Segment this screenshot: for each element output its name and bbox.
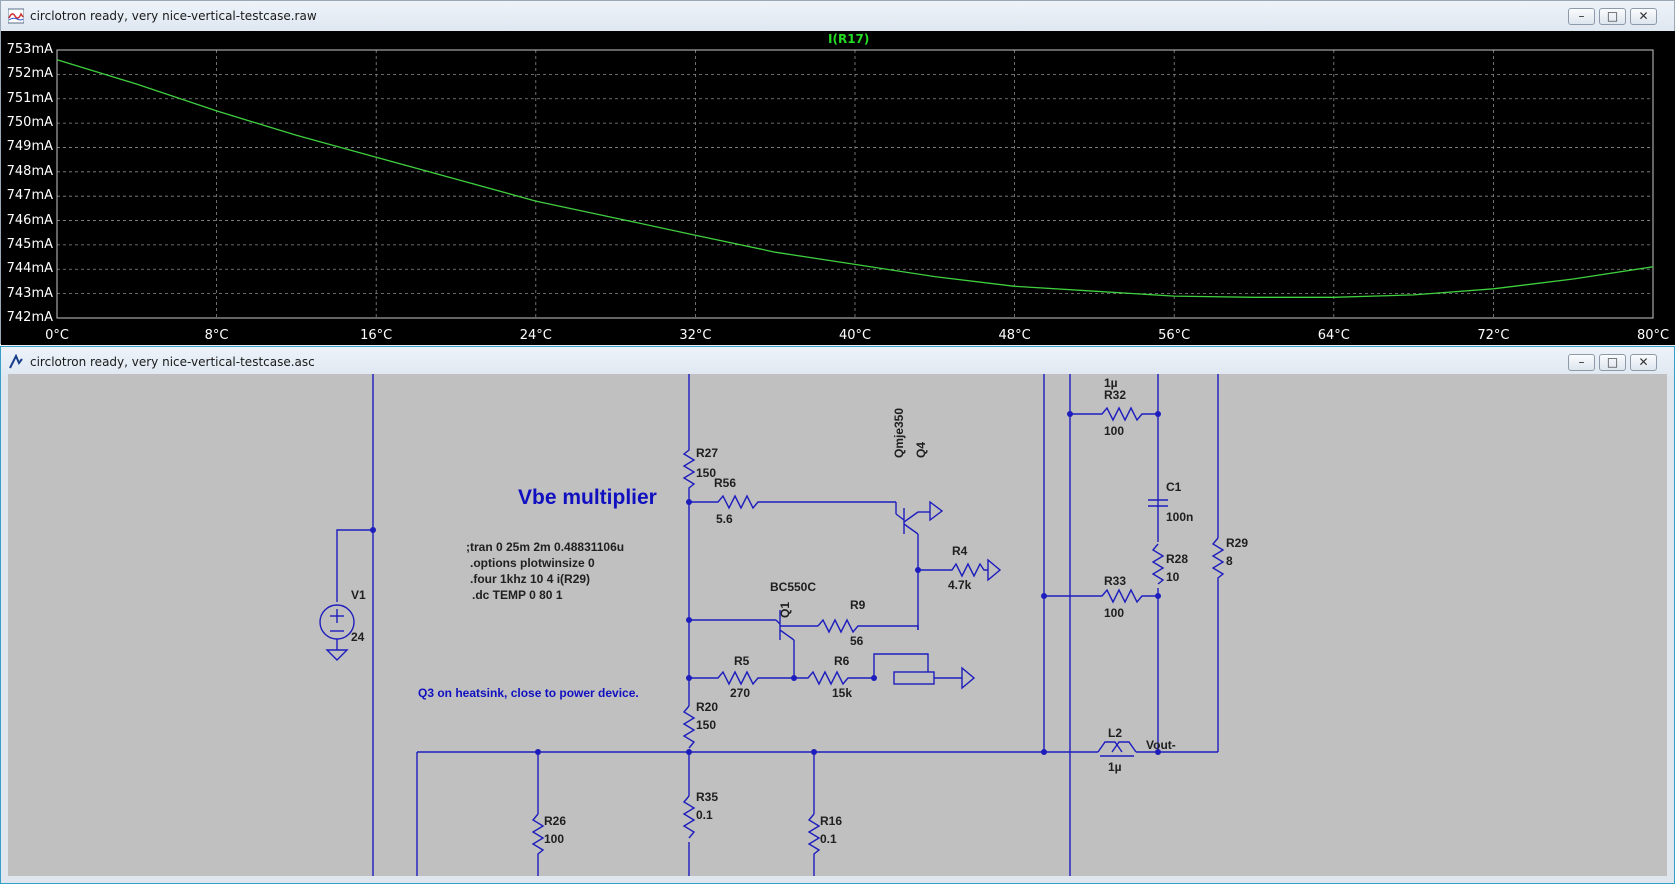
- r33-value[interactable]: 100: [1104, 606, 1125, 620]
- r33-label[interactable]: R33: [1104, 574, 1127, 588]
- y-tick-label: 749mA: [6, 139, 53, 155]
- r28-value[interactable]: 10: [1166, 570, 1180, 584]
- spice-directive-tran[interactable]: ;tran 0 25m 2m 0.48831106u: [466, 540, 625, 554]
- r56-value[interactable]: 5.6: [716, 512, 733, 526]
- trace-label[interactable]: I(R17): [828, 32, 870, 46]
- window-title: circlotron ready, very nice-vertical-tes…: [30, 9, 317, 23]
- r29-value[interactable]: 8: [1226, 554, 1233, 568]
- minimize-button[interactable]: –: [1568, 354, 1595, 371]
- minimize-button[interactable]: –: [1568, 8, 1595, 25]
- x-tick-label: 0°C: [45, 328, 69, 343]
- close-button[interactable]: ✕: [1630, 8, 1657, 25]
- r35-label[interactable]: R35: [696, 790, 719, 804]
- r16-label[interactable]: R16: [820, 814, 843, 828]
- v1-label[interactable]: V1: [351, 588, 366, 602]
- schematic-canvas[interactable]: Vbe multiplier ;tran 0 25m 2m 0.48831106…: [8, 374, 1667, 876]
- r5-value[interactable]: 270: [730, 686, 751, 700]
- maximize-button[interactable]: □: [1599, 8, 1626, 25]
- r27-value[interactable]: 150: [696, 466, 717, 480]
- r4-label[interactable]: R4: [952, 544, 968, 558]
- r32-top-value[interactable]: 1µ: [1104, 376, 1118, 390]
- y-tick-label: 752mA: [6, 66, 53, 82]
- r6-label[interactable]: R6: [834, 654, 850, 668]
- close-button[interactable]: ✕: [1630, 354, 1657, 371]
- q4-value[interactable]: Qmje350: [892, 407, 906, 458]
- y-tick-label: 751mA: [6, 90, 53, 106]
- plot-svg[interactable]: [1, 31, 1675, 345]
- r56-label[interactable]: R56: [714, 476, 737, 490]
- q1-label[interactable]: Q1: [778, 601, 792, 618]
- r20-label[interactable]: R20: [696, 700, 719, 714]
- r9-label[interactable]: R9: [850, 598, 866, 612]
- r5-label[interactable]: R5: [734, 654, 750, 668]
- r35-value[interactable]: 0.1: [696, 808, 713, 822]
- waveform-titlebar[interactable]: circlotron ready, very nice-vertical-tes…: [1, 1, 1674, 31]
- window-title: circlotron ready, very nice-vertical-tes…: [30, 355, 315, 369]
- r26-label[interactable]: R26: [544, 814, 567, 828]
- ltspice-icon: [9, 354, 23, 369]
- r32-label[interactable]: R32: [1104, 388, 1127, 402]
- r20-value[interactable]: 150: [696, 718, 717, 732]
- waveform-window: circlotron ready, very nice-vertical-tes…: [0, 0, 1675, 345]
- r16-value[interactable]: 0.1: [820, 832, 837, 846]
- y-tick-label: 744mA: [6, 261, 53, 277]
- series-line[interactable]: [56, 59, 1654, 298]
- x-tick-label: 16°C: [360, 328, 393, 343]
- spice-directive-four[interactable]: .four 1khz 10 4 i(R29): [470, 572, 591, 586]
- x-tick-label: 64°C: [1317, 328, 1350, 343]
- y-tick-label: 750mA: [6, 115, 53, 131]
- waveform-icon: [8, 8, 24, 24]
- spice-directive-options[interactable]: .options plotwinsize 0: [470, 556, 595, 570]
- plot-area[interactable]: [1, 31, 1675, 345]
- schematic-wires[interactable]: [8, 374, 1667, 876]
- y-tick-label: 748mA: [6, 163, 53, 179]
- x-tick-label: 40°C: [838, 328, 872, 343]
- r29-label[interactable]: R29: [1226, 536, 1249, 550]
- schematic-heading[interactable]: Vbe multiplier: [518, 486, 657, 509]
- heatsink-note[interactable]: Q3 on heatsink, close to power device.: [418, 686, 639, 700]
- r9-value[interactable]: 56: [850, 634, 864, 648]
- r4-value[interactable]: 4.7k: [948, 578, 972, 592]
- r27-label[interactable]: R27: [696, 446, 719, 460]
- q1-value[interactable]: BC550C: [770, 580, 817, 594]
- r26-value[interactable]: 100: [544, 832, 565, 846]
- y-tick-label: 742mA: [6, 310, 53, 325]
- l2-value[interactable]: 1µ: [1108, 760, 1122, 774]
- x-tick-label: 72°C: [1477, 328, 1510, 343]
- y-tick-label: 747mA: [6, 188, 53, 204]
- q4-label[interactable]: Q4: [914, 441, 928, 458]
- c1-label[interactable]: C1: [1166, 480, 1182, 494]
- y-tick-label: 743mA: [6, 285, 53, 301]
- r32-value[interactable]: 100: [1104, 424, 1125, 438]
- spice-directive-dc[interactable]: .dc TEMP 0 80 1: [472, 588, 563, 602]
- r28-label[interactable]: R28: [1166, 552, 1189, 566]
- x-tick-label: 48°C: [998, 328, 1031, 343]
- y-tick-label: 753mA: [6, 42, 53, 57]
- x-tick-label: 32°C: [679, 328, 712, 343]
- schematic-titlebar[interactable]: circlotron ready, very nice-vertical-tes…: [1, 347, 1674, 377]
- l2-label[interactable]: L2: [1108, 726, 1123, 740]
- x-tick-label: 80°C: [1636, 328, 1670, 343]
- v1-value[interactable]: 24: [351, 630, 365, 644]
- maximize-button[interactable]: □: [1599, 354, 1626, 371]
- x-tick-label: 24°C: [519, 328, 552, 343]
- c1-value[interactable]: 100n: [1166, 510, 1194, 524]
- r6-value[interactable]: 15k: [832, 686, 853, 700]
- y-tick-label: 745mA: [6, 236, 53, 252]
- x-tick-label: 56°C: [1158, 328, 1191, 343]
- vout-netlabel[interactable]: Vout-: [1146, 738, 1176, 752]
- plot-frame: [56, 49, 1654, 319]
- x-tick-label: 8°C: [204, 328, 229, 343]
- y-tick-label: 746mA: [6, 212, 53, 228]
